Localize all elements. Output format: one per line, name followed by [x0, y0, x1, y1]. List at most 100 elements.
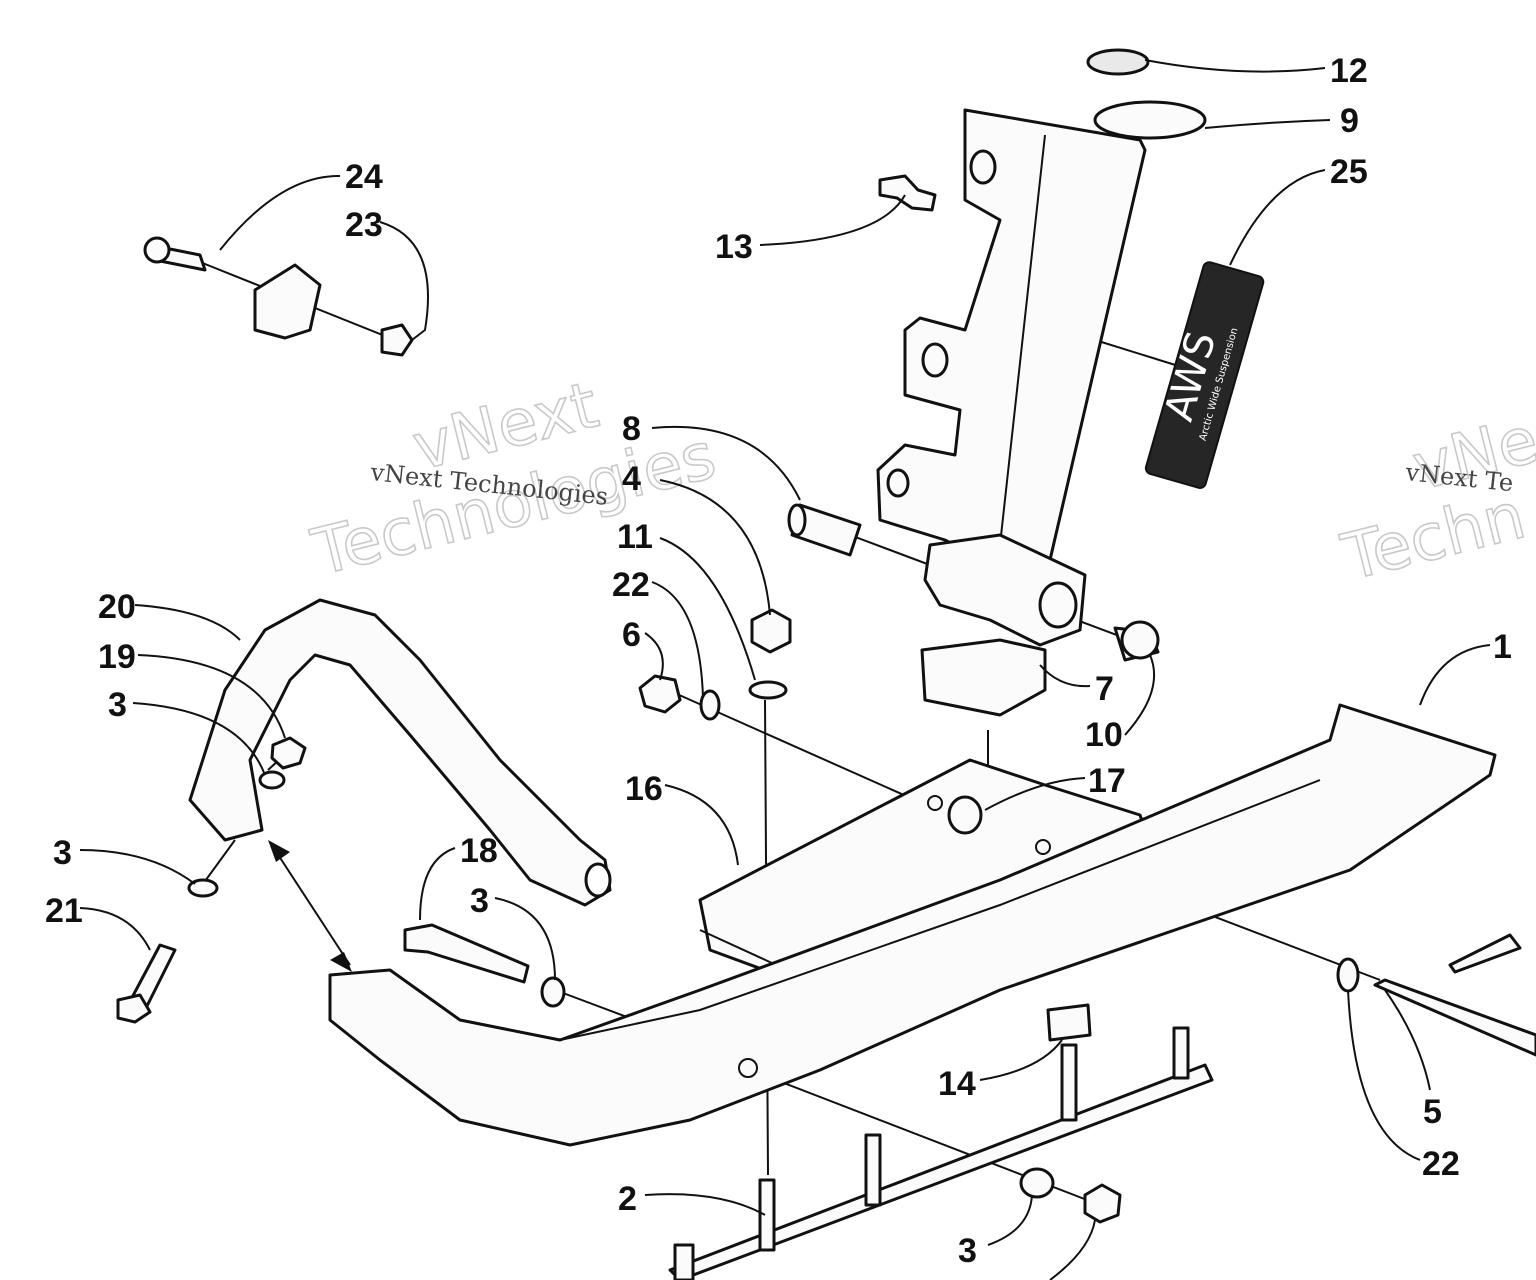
- callout-14: 14: [938, 1065, 976, 1103]
- leader-23: [379, 221, 429, 341]
- wear-bar-stud-5: [673, 1243, 695, 1280]
- leader-3-upper: [132, 702, 266, 776]
- spindle: [876, 100, 1207, 647]
- callout-4: 4: [622, 460, 641, 498]
- axis-handle-arrow: [274, 849, 351, 966]
- callout-5: 5: [1423, 1093, 1442, 1131]
- spindle-hole-middle: [921, 342, 949, 378]
- nut-part-19: [270, 736, 307, 770]
- leader-11: [659, 537, 756, 681]
- leader-1: [1419, 644, 1491, 706]
- callout-20: 20: [98, 588, 136, 626]
- axis-bolt-18: [554, 989, 636, 1021]
- cotter-pin-part-5: [1448, 933, 1522, 974]
- leader-9: [1204, 119, 1331, 129]
- leader-3-left: [79, 849, 196, 885]
- callout-6: 6: [622, 616, 641, 654]
- spindle-pivot-bore: [1038, 581, 1078, 629]
- callout-16: 16: [625, 770, 663, 808]
- cap-part-12: [1086, 48, 1150, 76]
- callout-24: 24: [345, 158, 383, 196]
- bushing-10-end: [1120, 620, 1160, 660]
- leader-14: [979, 1039, 1063, 1081]
- spindle-body: [876, 108, 1147, 572]
- leader-3-mid: [494, 897, 556, 981]
- wear-bar-stud-3: [1060, 1043, 1078, 1122]
- callout-3-left: 3: [53, 834, 72, 872]
- callout-19: 19: [98, 638, 136, 676]
- ski-part-1: [328, 703, 1497, 1147]
- bolt-part-18: [403, 923, 530, 984]
- leader-25: [1229, 169, 1326, 266]
- watermark-right: vNe Techn vNext Te: [1334, 403, 1536, 597]
- handle-part-20: [188, 598, 612, 907]
- saddle-hole-2: [1035, 839, 1051, 855]
- decal-background: [1144, 261, 1265, 489]
- callout-11: 11: [617, 518, 653, 556]
- callout-12: 12: [1330, 52, 1368, 90]
- leader-22b: [1347, 989, 1421, 1161]
- axis-decal-25: [1094, 339, 1186, 369]
- spacer-part-17: [947, 795, 983, 835]
- callout-9: 9: [1340, 102, 1359, 140]
- callout-1: 1: [1493, 628, 1512, 666]
- spindle-hole-top: [969, 149, 997, 185]
- leader-13: [759, 194, 906, 246]
- grease-fitting-body: [878, 174, 937, 212]
- leader-19: [137, 654, 286, 739]
- callout-17: 17: [1088, 762, 1126, 800]
- callout-7: 7: [1095, 670, 1114, 708]
- handle-bore: [584, 862, 612, 898]
- block-part-7: [920, 638, 1047, 717]
- washer-part-22-right: [1336, 957, 1360, 993]
- callout-10: 10: [1085, 716, 1123, 754]
- callout-3-upper: 3: [108, 686, 127, 724]
- leader-2: [644, 1193, 766, 1216]
- ski-bolt-hole: [738, 1058, 758, 1078]
- callout-labels: 12 9 25 13 24 23 8 4 11 22 6 7 10 1 17 1…: [45, 52, 1512, 1270]
- leader-17: [984, 777, 1086, 811]
- leader-20: [134, 604, 241, 641]
- leader-12: [1144, 59, 1326, 73]
- callout-3-mid: 3: [470, 882, 489, 920]
- leader-4: [659, 479, 771, 616]
- callout-18: 18: [460, 832, 498, 870]
- bushing-part-10: [1113, 620, 1160, 662]
- spacer-part-14: [1046, 1003, 1092, 1042]
- decal-part-25: AWS Arctic Wide Suspension: [1144, 261, 1265, 489]
- leader-3-lower: [987, 1194, 1033, 1246]
- leader-6: [644, 632, 664, 681]
- leader-16: [664, 784, 739, 866]
- leader-lower-nut: [1049, 1219, 1096, 1280]
- spindle-edge-line: [999, 134, 1046, 546]
- washer-part-3-lower: [1019, 1167, 1055, 1199]
- nut-part-23: [380, 323, 414, 357]
- leader-24: [219, 174, 341, 251]
- leader-22a: [651, 581, 704, 699]
- leader-lines: [79, 59, 1491, 1280]
- washer-part-3-mid: [540, 976, 566, 1008]
- leader-8: [651, 426, 801, 501]
- washer-part-3-upper: [258, 770, 286, 790]
- arrow-head-down: [330, 952, 352, 972]
- callout-3-lower: 3: [958, 1232, 977, 1270]
- bolt-head-part-24: [143, 236, 171, 264]
- leader-5: [1384, 989, 1431, 1091]
- bolt-part-5: [1373, 978, 1536, 1057]
- wear-bar-stud-4: [1172, 1026, 1190, 1080]
- wear-bar-stud-2: [864, 1133, 882, 1207]
- washer-part-3-left: [187, 878, 219, 898]
- bushing-8-end: [787, 503, 807, 537]
- bolt-head-part-21: [116, 993, 152, 1024]
- callout-21: 21: [45, 892, 83, 930]
- nut-lower: [1083, 1183, 1122, 1224]
- callout-22-lower: 22: [1422, 1145, 1460, 1183]
- leader-10: [1124, 654, 1156, 736]
- callout-25: 25: [1330, 153, 1368, 191]
- bracket-part-23: [253, 263, 322, 340]
- callout-23: 23: [345, 206, 383, 244]
- leader-7: [1039, 664, 1091, 688]
- spindle-hole-bottom: [886, 468, 910, 498]
- callout-2: 2: [618, 1180, 637, 1218]
